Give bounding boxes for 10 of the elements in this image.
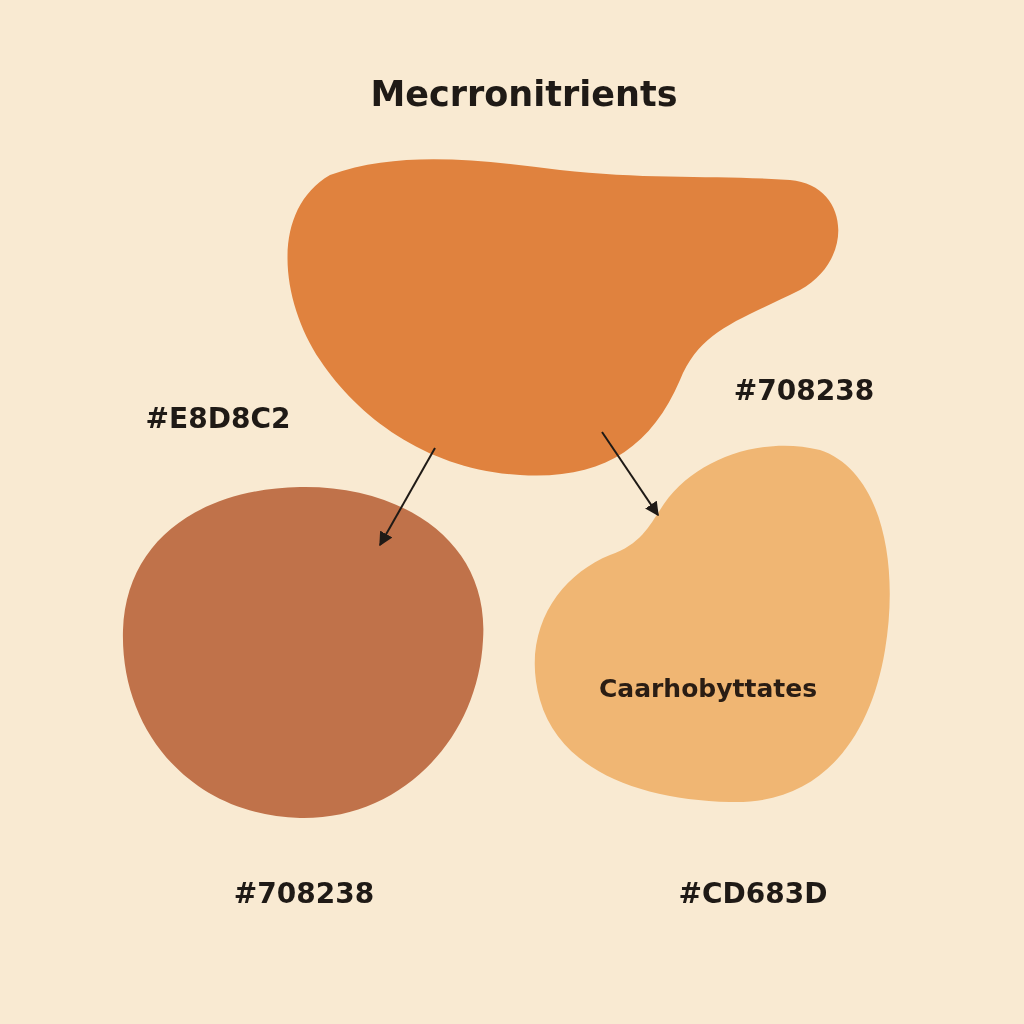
arrow (379, 447, 436, 547)
diagram-title: Mecrronitrients (370, 74, 678, 114)
color-code-label: #CD683D (678, 876, 828, 910)
color-code-label: #708238 (233, 876, 375, 910)
color-code-label: #E8D8C2 (145, 401, 291, 435)
color-code-label: #708238 (733, 373, 875, 407)
blob-shape (534, 445, 890, 802)
arrow (601, 431, 659, 517)
blob-shape (123, 487, 483, 818)
node-label: Caarhobyttates (598, 673, 818, 703)
